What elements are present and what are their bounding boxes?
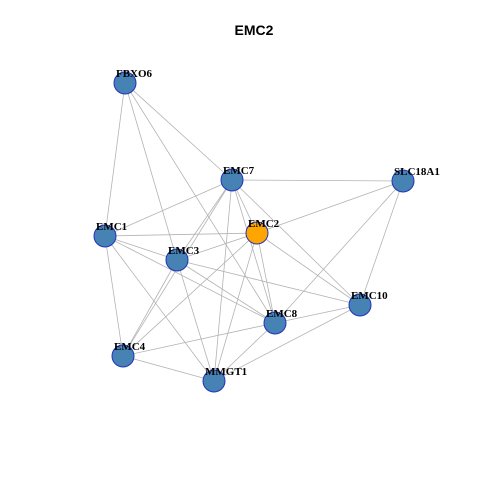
edge-emc7-emc3: [176, 179, 233, 261]
node-label-emc2: EMC2: [248, 218, 280, 230]
edge-emc1-emc3: [104, 235, 178, 261]
node-emc4[interactable]: [111, 344, 135, 368]
graph-title: EMC2: [235, 22, 274, 38]
edge-fbxo6-emc7: [124, 82, 233, 181]
node-emc2[interactable]: [245, 221, 269, 245]
node-label-slc18a1: SLC18A1: [394, 166, 440, 178]
edge-emc7-emc10: [231, 179, 361, 306]
edge-slc18a1-emc2: [256, 180, 404, 234]
edge-emc8-mmgt1: [213, 322, 276, 382]
edge-fbxo6-emc1: [104, 82, 126, 237]
node-layer: [93, 71, 415, 393]
edge-emc7-slc18a1: [231, 179, 404, 182]
edge-emc2-emc4: [122, 232, 258, 357]
edge-emc1-mmgt1: [104, 235, 215, 382]
node-label-emc3: EMC3: [168, 245, 200, 257]
edge-emc2-mmgt1: [213, 232, 258, 382]
edge-emc10-emc8: [274, 304, 361, 324]
node-mmgt1[interactable]: [202, 369, 226, 393]
edge-emc3-emc4: [122, 259, 178, 357]
node-label-emc10: EMC10: [351, 290, 388, 302]
edge-emc10-mmgt1: [213, 304, 361, 382]
edge-emc8-emc4: [122, 322, 276, 357]
edge-emc7-mmgt1: [213, 179, 233, 382]
edge-slc18a1-emc8: [274, 180, 404, 324]
node-label-fbxo6: FBXO6: [116, 68, 153, 80]
node-emc1[interactable]: [93, 224, 117, 248]
edge-emc7-emc1: [104, 179, 233, 237]
node-emc10[interactable]: [348, 293, 372, 317]
edge-slc18a1-emc10: [359, 180, 404, 306]
edge-emc1-emc4: [104, 235, 124, 357]
node-label-emc4: EMC4: [114, 341, 146, 353]
edge-emc1-emc8: [104, 235, 276, 324]
edge-emc4-mmgt1: [122, 355, 215, 382]
node-emc7[interactable]: [220, 168, 244, 192]
edge-emc3-emc10: [176, 259, 361, 306]
node-emc3[interactable]: [165, 248, 189, 272]
edge-emc3-mmgt1: [176, 259, 215, 382]
edge-layer: [104, 82, 404, 382]
node-emc8[interactable]: [263, 311, 287, 335]
node-label-mmgt1: MMGT1: [205, 366, 247, 378]
edge-emc7-emc8: [231, 179, 276, 324]
edge-emc2-emc3: [176, 232, 258, 261]
node-label-emc1: EMC1: [96, 221, 127, 233]
node-slc18a1[interactable]: [391, 169, 415, 193]
edge-emc3-emc8: [176, 259, 276, 324]
node-label-emc8: EMC8: [266, 308, 298, 320]
edge-fbxo6-emc8: [124, 82, 276, 324]
edge-emc2-emc8: [256, 232, 276, 324]
edge-emc1-emc2: [104, 232, 258, 237]
node-fbxo6[interactable]: [113, 71, 137, 95]
edge-fbxo6-emc3: [124, 82, 178, 261]
edge-emc2-emc10: [256, 232, 361, 306]
node-label-emc7: EMC7: [223, 165, 255, 177]
